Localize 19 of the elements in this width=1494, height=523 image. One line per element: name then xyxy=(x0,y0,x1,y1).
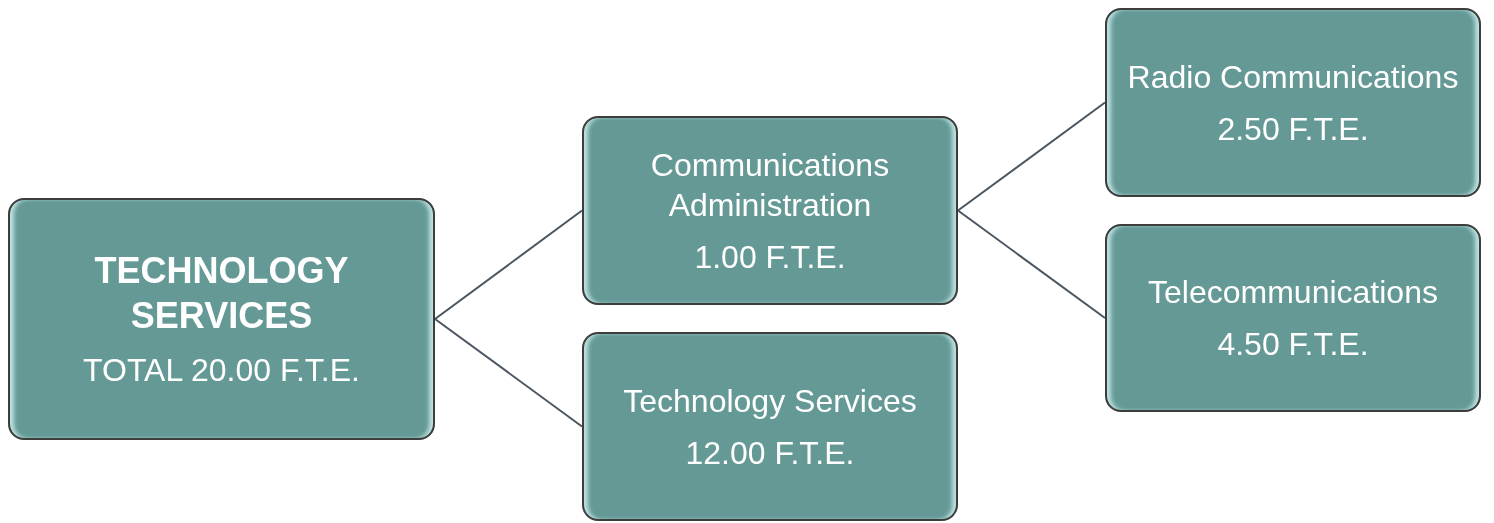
unit-name: Communications Administration xyxy=(649,145,891,225)
org-unit-box xyxy=(1105,8,1481,197)
org-unit-box xyxy=(8,198,435,440)
connector-line xyxy=(957,209,1106,319)
unit-name: Radio Communications xyxy=(1127,57,1459,97)
connector-line xyxy=(434,318,583,428)
unit-name: TECHNOLOGY SERVICES xyxy=(93,249,350,338)
unit-name: Technology Services xyxy=(623,381,917,421)
connector-line xyxy=(957,101,1106,212)
connector-line xyxy=(434,209,583,320)
org-unit-box xyxy=(1105,224,1481,412)
fte-count: 12.00 F.T.E. xyxy=(685,433,855,473)
fte-count: 4.50 F.T.E. xyxy=(1217,325,1369,364)
fte-count: 1.00 F.T.E. xyxy=(694,237,846,277)
fte-count: 2.50 F.T.E. xyxy=(1217,109,1369,149)
unit-name: Telecommunications xyxy=(1148,273,1438,312)
org-unit-box xyxy=(582,116,958,305)
org-unit-box xyxy=(582,332,958,521)
fte-count: TOTAL 20.00 F.T.E. xyxy=(83,351,360,390)
